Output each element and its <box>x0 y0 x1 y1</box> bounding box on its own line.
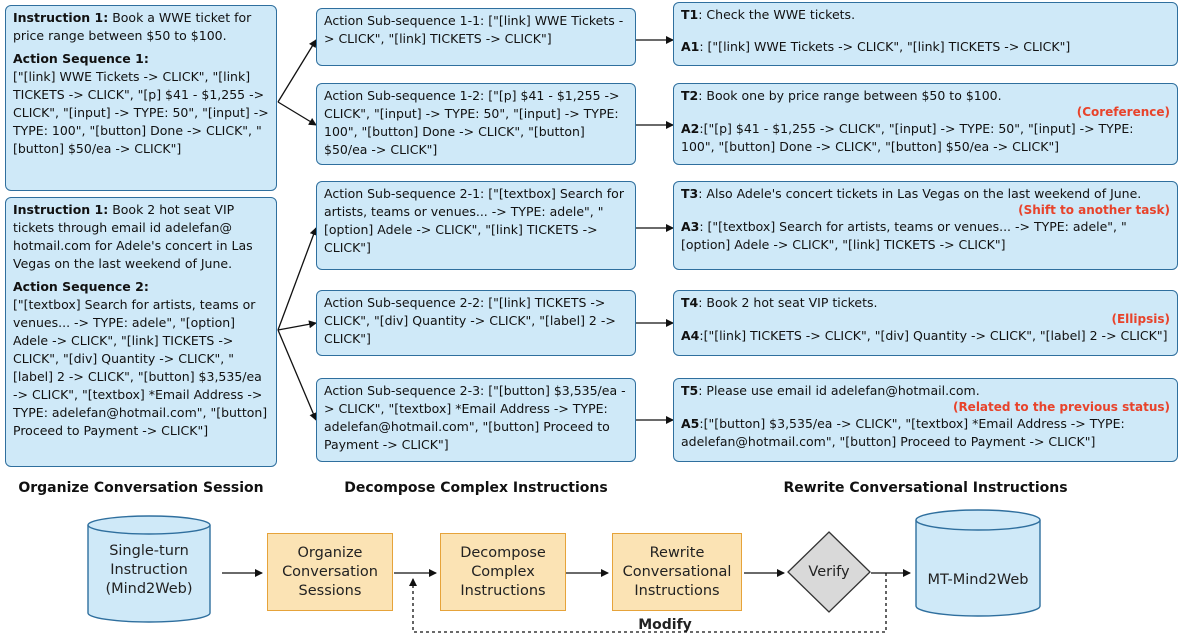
sub-sequence-2-3: Action Sub-sequence 2-3: ["[button] $3,5… <box>316 378 636 462</box>
sub-sequence-1-2: Action Sub-sequence 1-2: ["[p] $41 - $1,… <box>316 83 636 165</box>
answer-body: : ["[link] WWE Tickets -> CLICK", "[link… <box>699 39 1071 54</box>
answer-text: A3: ["[textbox] Search for artists, team… <box>681 218 1170 254</box>
sub-sequence-text: Action Sub-sequence 2-1: ["[textbox] Sea… <box>324 186 624 255</box>
sub-sequence-text: Action Sub-sequence 2-2: ["[link] TICKET… <box>324 295 616 346</box>
phenomenon-note: (Shift to another task) <box>1018 203 1170 217</box>
source-label: Single-turn Instruction (Mind2Web) <box>105 543 193 597</box>
turn-box-1: T1: Check the WWE tickets. A1: ["[link] … <box>673 2 1178 66</box>
action-sequence-label: Action Sequence 1: <box>13 51 149 66</box>
target-label: MT-Mind2Web <box>927 572 1029 588</box>
instruction-body: Book a WWE ticket for price range betwee… <box>13 10 252 43</box>
turn-box-5: T5: Please use email id adelefan@hotmail… <box>673 378 1178 462</box>
sub-sequence-text: Action Sub-sequence 1-1: ["[link] WWE Ti… <box>324 13 624 46</box>
action-sequence-label: Action Sequence 2: <box>13 279 149 294</box>
phenomenon-note: (Ellipsis) <box>1111 312 1171 326</box>
turn-body: : Book one by price range between $50 to… <box>698 88 1002 103</box>
verify-diamond <box>787 531 871 613</box>
turn-body: : Also Adele's concert tickets in Las Ve… <box>698 186 1142 201</box>
turn-text: T2: Book one by price range between $50 … <box>681 87 1170 105</box>
instruction-body: Book 2 hot seat VIP tickets through emai… <box>13 202 253 271</box>
arrow-box2-to-sub23 <box>277 329 317 421</box>
arrow-box2-to-sub22 <box>277 320 317 331</box>
target-cylinder <box>915 509 1041 617</box>
answer-label: A2 <box>681 121 700 136</box>
answer-text: A4:["[link] TICKETS -> CLICK", "[div] Qu… <box>681 327 1170 345</box>
sub-sequence-text: Action Sub-sequence 2-3: ["[button] $3,5… <box>324 383 626 452</box>
phenomenon-note: (Related to the previous status) <box>952 400 1170 414</box>
sub-sequence-text: Action Sub-sequence 1-2: ["[p] $41 - $1,… <box>324 88 620 157</box>
answer-text: A2:["[p] $41 - $1,255 -> CLICK", "[input… <box>681 120 1170 156</box>
turn-label: T4 <box>681 295 699 310</box>
instruction-box-2: Instruction 1: Book 2 hot seat VIP ticke… <box>5 197 277 467</box>
column-title-decompose: Decompose Complex Instructions <box>344 480 608 496</box>
answer-body: :["[link] TICKETS -> CLICK", "[div] Quan… <box>699 328 1168 343</box>
turn-text: T5: Please use email id adelefan@hotmail… <box>681 382 1170 400</box>
arrow-box2-to-sub21 <box>277 227 318 331</box>
instruction-2-text: Instruction 1: Book 2 hot seat VIP ticke… <box>13 201 269 273</box>
turn-box-3: T3: Also Adele's concert tickets in Las … <box>673 181 1178 270</box>
turn-text: T4: Book 2 hot seat VIP tickets. <box>681 294 1170 312</box>
turn-box-4: T4: Book 2 hot seat VIP tickets. (Ellips… <box>673 290 1178 356</box>
turn-label: T5 <box>681 383 699 398</box>
answer-label: A3 <box>681 219 700 234</box>
step-decompose: Decompose Complex Instructions <box>440 533 566 611</box>
sub-sequence-2-1: Action Sub-sequence 2-1: ["[textbox] Sea… <box>316 181 636 270</box>
turn-body: : Book 2 hot seat VIP tickets. <box>698 295 878 310</box>
arrow-box1-to-sub11 <box>277 39 317 103</box>
action-sequence-text: ["[textbox] Search for artists, teams or… <box>13 297 268 438</box>
step-rewrite: Rewrite Conversational Instructions <box>612 533 742 611</box>
sub-sequence-1-1: Action Sub-sequence 1-1: ["[link] WWE Ti… <box>316 8 636 66</box>
turn-body: : Please use email id adelefan@hotmail.c… <box>698 383 980 398</box>
turn-text: T3: Also Adele's concert tickets in Las … <box>681 185 1170 203</box>
modify-feedback-loop <box>409 573 887 633</box>
instruction-1-text: Instruction 1: Book a WWE ticket for pri… <box>13 9 269 45</box>
column-title-organize: Organize Conversation Session <box>18 480 264 496</box>
answer-label: A4 <box>681 328 700 343</box>
answer-body: :["[button] $3,535/ea -> CLICK", "[textb… <box>681 416 1125 449</box>
turn-label: T2 <box>681 88 699 103</box>
arrow-box1-to-sub12 <box>277 101 317 126</box>
answer-text: A1: ["[link] WWE Tickets -> CLICK", "[li… <box>681 38 1170 56</box>
instruction-label: Instruction 1: <box>13 10 109 25</box>
turn-label: T3 <box>681 186 699 201</box>
instruction-box-1: Instruction 1: Book a WWE ticket for pri… <box>5 5 277 191</box>
source-cylinder <box>87 515 211 623</box>
verify-label: Verify <box>808 564 850 580</box>
answer-body: : ["[textbox] Search for artists, teams … <box>681 219 1127 252</box>
column-title-rewrite: Rewrite Conversational Instructions <box>783 480 1068 496</box>
step-organize: Organize Conversation Sessions <box>267 533 393 611</box>
turn-body: : Check the WWE tickets. <box>698 7 856 22</box>
answer-label: A1 <box>681 39 700 54</box>
turn-text: T1: Check the WWE tickets. <box>681 6 1170 24</box>
turn-label: T1 <box>681 7 699 22</box>
action-sequence-text: ["[link] WWE Tickets -> CLICK", "[link] … <box>13 69 269 156</box>
instruction-label: Instruction 1: <box>13 202 109 217</box>
answer-body: :["[p] $41 - $1,255 -> CLICK", "[input] … <box>681 121 1134 154</box>
sub-sequence-2-2: Action Sub-sequence 2-2: ["[link] TICKET… <box>316 290 636 356</box>
turn-box-2: T2: Book one by price range between $50 … <box>673 83 1178 165</box>
answer-label: A5 <box>681 416 700 431</box>
modify-label: Modify <box>638 617 692 633</box>
phenomenon-note: (Coreference) <box>1076 105 1170 119</box>
answer-text: A5:["[button] $3,535/ea -> CLICK", "[tex… <box>681 415 1170 451</box>
